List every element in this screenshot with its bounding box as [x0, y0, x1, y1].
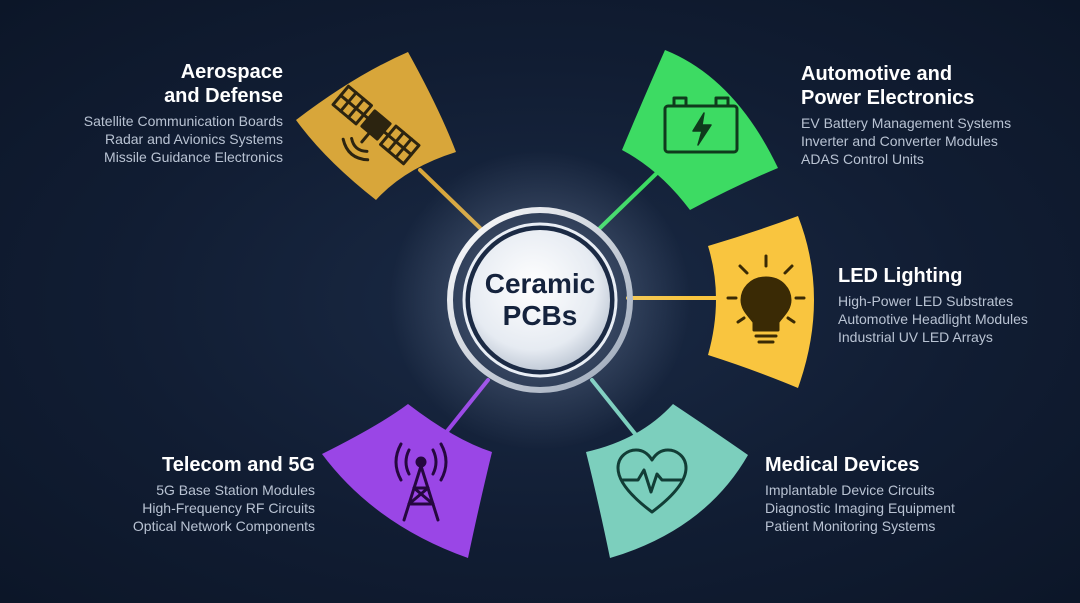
list-medical: Implantable Device Circuits Diagnostic I… — [765, 481, 955, 535]
list-item: Missile Guidance Electronics — [104, 149, 283, 165]
list-item: Satellite Communication Boards — [83, 113, 283, 129]
list-item: High-Frequency RF Circuits — [142, 500, 315, 516]
block-telecom: Telecom and 5G 5G Base Station Modules H… — [133, 453, 315, 535]
list-automotive: EV Battery Management Systems Inverter a… — [801, 114, 1011, 168]
list-item: Diagnostic Imaging Equipment — [765, 500, 955, 516]
list-telecom: 5G Base Station Modules High-Frequency R… — [133, 481, 315, 535]
list-item: Automotive Headlight Modules — [838, 311, 1028, 327]
list-led: High-Power LED Substrates Automotive Hea… — [838, 292, 1028, 346]
wedge-telecom — [322, 404, 492, 558]
lightbulb-icon — [726, 254, 806, 344]
title-led: LED Lighting — [838, 265, 963, 287]
list-aerospace: Satellite Communication Boards Radar and… — [84, 112, 283, 166]
list-item: Patient Monitoring Systems — [765, 518, 936, 534]
block-automotive: Automotive and Power Electronics EV Batt… — [801, 62, 1011, 168]
title-automotive: Automotive and Power Electronics — [801, 63, 975, 109]
list-item: 5G Base Station Modules — [156, 482, 315, 498]
hub-outer-ring — [447, 207, 633, 393]
title-aerospace: Aerospace and Defense — [164, 61, 283, 107]
list-item: Radar and Avionics Systems — [105, 131, 283, 147]
list-item: High-Power LED Substrates — [838, 293, 1014, 309]
title-telecom: Telecom and 5G — [161, 454, 315, 476]
cell-tower-icon — [394, 442, 448, 522]
list-item: ADAS Control Units — [801, 151, 924, 167]
list-item: Implantable Device Circuits — [765, 482, 935, 498]
list-item: Industrial UV LED Arrays — [838, 329, 993, 345]
block-medical: Medical Devices Implantable Device Circu… — [765, 453, 955, 535]
satellite-icon — [331, 84, 421, 166]
title-medical: Medical Devices — [765, 454, 920, 476]
list-item: Optical Network Components — [132, 518, 315, 534]
battery-icon — [663, 96, 739, 154]
block-aerospace: Aerospace and Defense Satellite Communic… — [84, 60, 283, 166]
list-item: Inverter and Converter Modules — [801, 133, 998, 149]
hub-label: Ceramic PCBs — [484, 268, 596, 331]
list-item: EV Battery Management Systems — [801, 115, 1012, 131]
heart-pulse-icon — [616, 448, 688, 514]
hub-disc — [470, 230, 610, 370]
block-led: LED Lighting High-Power LED Substrates A… — [838, 264, 1028, 346]
